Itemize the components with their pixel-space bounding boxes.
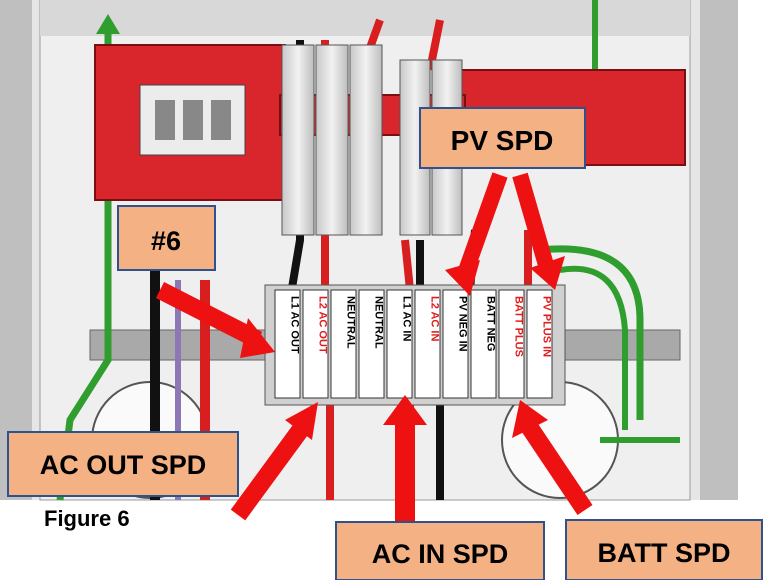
breaker	[315, 44, 349, 236]
enclosure-left-rail	[0, 0, 32, 500]
switch-lever	[183, 100, 203, 140]
arrow-batt	[520, 419, 593, 516]
arrow-head	[383, 395, 427, 425]
arrow-head	[530, 256, 565, 290]
terminal-label: BATT NEG	[485, 296, 497, 351]
terminal-block	[470, 289, 497, 399]
terminal-block	[358, 289, 385, 399]
terminal-labels: L1 AC OUT L2 AC OUT NEUTRAL NEUTRAL L1 AC IN…	[274, 289, 553, 399]
callout-wire-gauge-label: #6	[151, 226, 181, 256]
arrow-pv-plus	[512, 172, 556, 275]
callout-ac-out-spd: AC OUT SPD	[7, 431, 239, 497]
callout-ac-in-spd-label: AC IN SPD	[372, 539, 509, 569]
terminal-block	[526, 289, 553, 399]
arrow-ac-out	[230, 419, 312, 521]
arrows	[155, 172, 593, 525]
breaker	[349, 44, 383, 236]
top-strip	[40, 0, 690, 36]
enclosure-right-rail	[700, 0, 738, 500]
callout-batt-spd: BATT SPD	[565, 519, 763, 580]
arrow-head	[285, 402, 318, 440]
ground-wire	[559, 265, 628, 430]
switch-lever	[155, 100, 175, 140]
callout-ac-out-spd-label: AC OUT SPD	[40, 450, 207, 480]
arrow-wire-gauge	[155, 281, 263, 349]
callout-ac-in-spd: AC IN SPD	[335, 521, 545, 580]
arrow-head	[240, 318, 275, 358]
breaker	[281, 44, 315, 236]
terminal-label: L1 AC OUT	[289, 296, 301, 354]
terminal-label: BATT PLUS	[513, 296, 525, 357]
callout-batt-spd-label: BATT SPD	[598, 538, 731, 568]
callout-pv-spd: PV SPD	[419, 107, 586, 169]
ground-wire	[539, 245, 644, 420]
terminal-block	[414, 289, 441, 399]
terminal-label: L2 AC OUT	[317, 296, 329, 354]
terminal-label: L1 AC IN	[401, 296, 413, 341]
red-wire	[401, 239, 414, 291]
terminal-label: NEUTRAL	[373, 296, 385, 349]
terminal-block	[498, 289, 525, 399]
terminal-label: PV NEG IN	[457, 296, 469, 352]
arrow-head	[445, 260, 480, 296]
terminal-block	[330, 289, 357, 399]
terminal-block	[386, 289, 413, 399]
terminal-label: NEUTRAL	[345, 296, 357, 349]
terminal-label: PV PLUS IN	[541, 296, 553, 357]
terminal-block	[442, 289, 469, 399]
terminal-block	[274, 289, 301, 399]
ground-arrow-head	[96, 14, 120, 34]
terminal-block	[302, 289, 329, 399]
figure-caption: Figure 6	[44, 506, 130, 531]
switch-lever	[211, 100, 231, 140]
arrow-head	[512, 400, 548, 438]
callout-wire-gauge: #6	[117, 205, 216, 271]
callout-pv-spd-label: PV SPD	[451, 125, 554, 156]
terminal-label: L2 AC IN	[429, 296, 441, 341]
